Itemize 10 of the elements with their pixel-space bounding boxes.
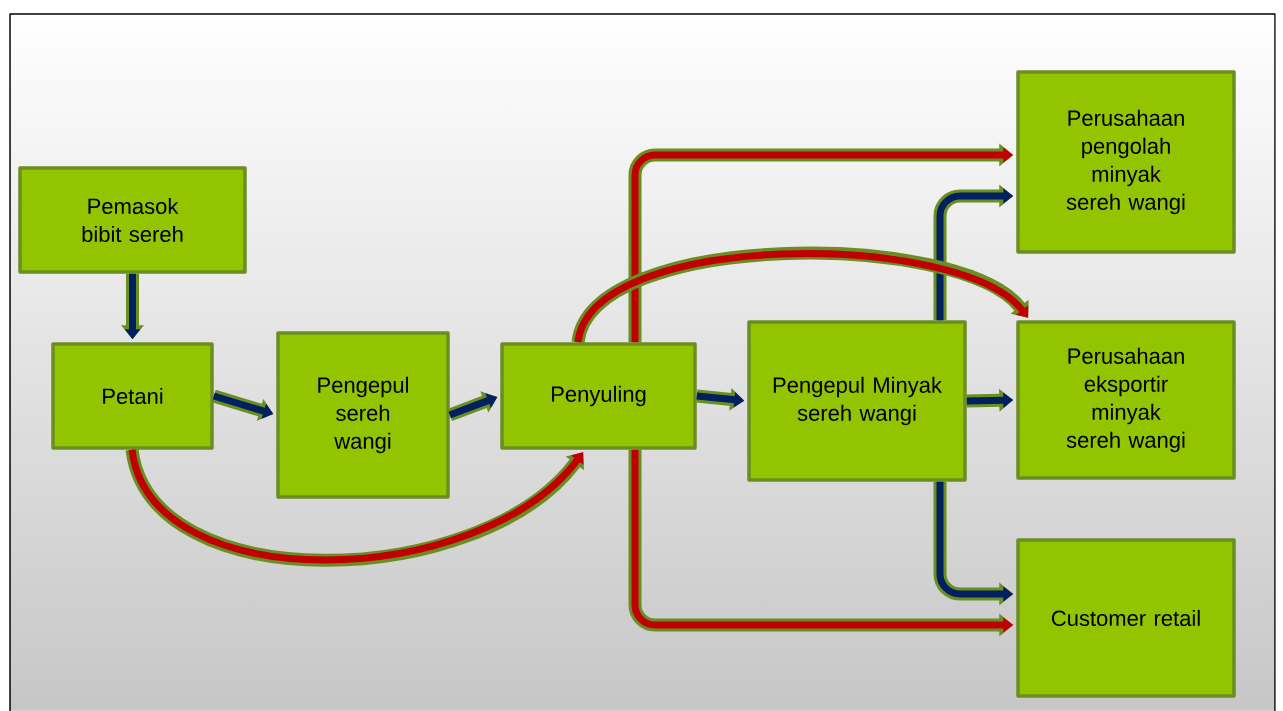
arrow	[571, 247, 1029, 345]
process-box: Pengepul Minyak sereh wangi	[747, 320, 967, 482]
process-box: Customer retail	[1016, 538, 1236, 698]
process-box: Penyuling	[500, 342, 697, 450]
process-box: Petani	[51, 342, 214, 450]
process-box: Pemasok bibit sereh	[18, 166, 247, 274]
process-box: Perusahaan eksportir minyak sereh wangi	[1016, 320, 1236, 480]
process-box: Pengepul sereh wangi	[276, 331, 450, 499]
process-box: Perusahaan pengolah minyak sereh wangi	[1016, 70, 1236, 254]
arrow	[125, 447, 584, 567]
